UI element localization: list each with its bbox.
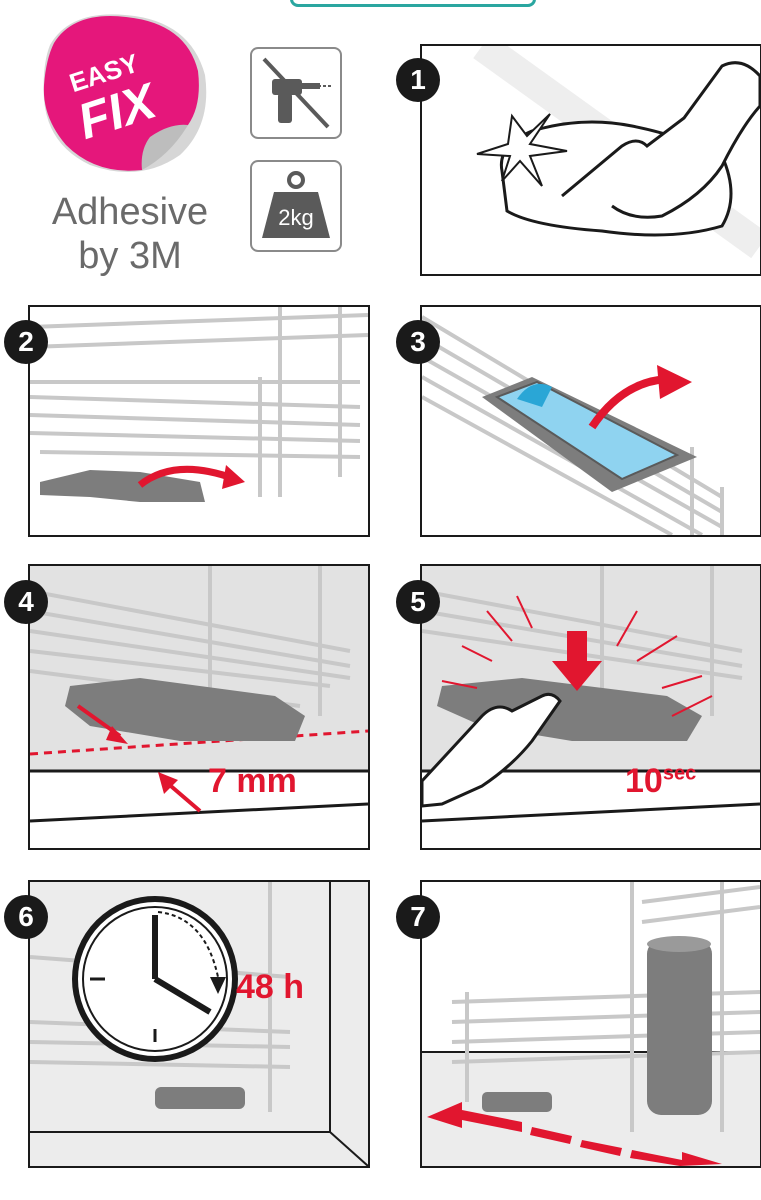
adhesive-caption: Adhesive by 3M: [20, 190, 240, 278]
step-1-number: 1: [396, 58, 440, 102]
top-bar-decoration: [290, 0, 536, 7]
cure-time-label: 48 h: [236, 968, 305, 1006]
step-4-number: 4: [4, 580, 48, 624]
step-7-number: 7: [396, 895, 440, 939]
adhesive-line2: by 3M: [78, 235, 182, 277]
offset-label: 7 mm: [208, 762, 297, 800]
step-2-panel: [28, 305, 370, 537]
press-time-value: 10: [625, 762, 663, 800]
weight-label: 2kg: [278, 205, 313, 230]
step-5-panel: [420, 564, 761, 850]
step-6-number: 6: [4, 895, 48, 939]
adhesive-line1: Adhesive: [51, 191, 209, 233]
step-4-panel: [28, 564, 370, 850]
step-3-number: 3: [396, 320, 440, 364]
step-5-number: 5: [396, 580, 440, 624]
step-7-panel: [420, 880, 761, 1168]
weight-icon: 2kg: [250, 160, 342, 252]
step-1-panel: [420, 44, 761, 276]
press-time-unit: sec: [662, 762, 697, 785]
press-time-label: 10sec: [625, 762, 696, 801]
step-6-panel: [28, 880, 370, 1168]
easy-fix-badge: EASY FIX: [30, 5, 218, 175]
step-2-number: 2: [4, 320, 48, 364]
no-drill-icon: [250, 47, 342, 139]
step-3-panel: [420, 305, 761, 537]
